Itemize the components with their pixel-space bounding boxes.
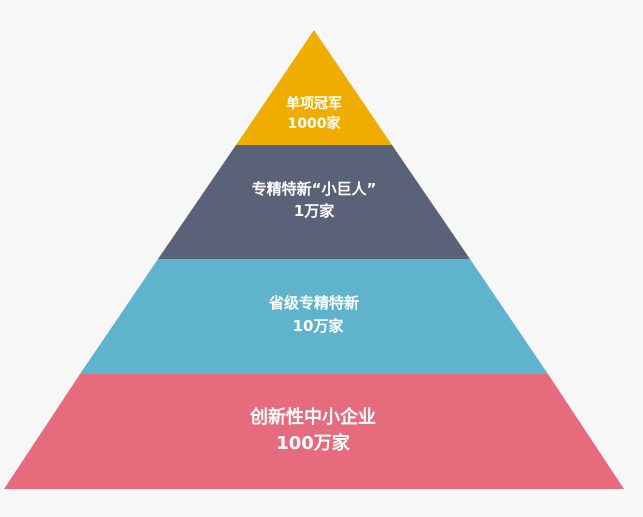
tier-1-shape — [236, 30, 392, 145]
tier-3: 省级专精特新 10万家 — [80, 259, 548, 374]
tier-2-name: 专精特新“小巨人” — [252, 180, 377, 198]
tier-3-count: 10万家 — [293, 317, 344, 335]
tier-4-name: 创新性中小企业 — [249, 406, 376, 428]
tier-4-count: 100万家 — [276, 432, 351, 454]
tier-1: 单项冠军 1000家 — [236, 30, 392, 145]
tier-3-name: 省级专精特新 — [268, 294, 359, 312]
tier-1-name: 单项冠军 — [286, 95, 342, 112]
tier-1-count: 1000家 — [288, 115, 342, 132]
tier-4-shape — [4, 374, 624, 489]
tier-2-shape — [158, 145, 470, 259]
tier-2-count: 1万家 — [294, 202, 334, 220]
tier-3-shape — [80, 259, 548, 374]
tier-2: 专精特新“小巨人” 1万家 — [158, 145, 470, 259]
tier-4: 创新性中小企业 100万家 — [4, 374, 624, 489]
